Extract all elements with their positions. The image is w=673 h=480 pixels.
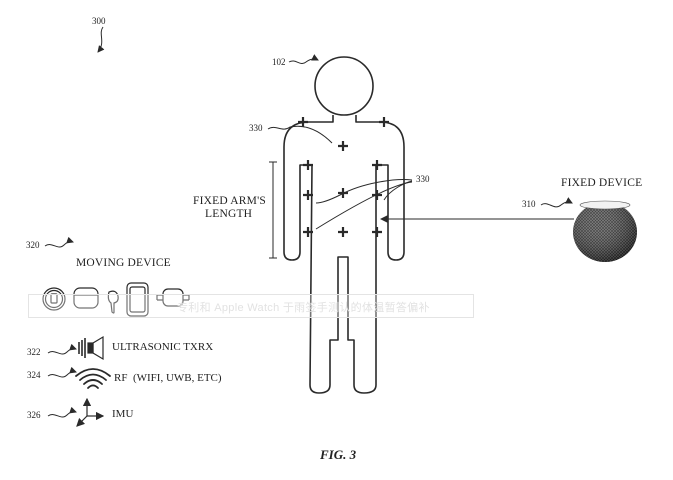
ref-300: 300	[92, 16, 106, 26]
leader-310	[540, 197, 573, 208]
rf-waves-icon	[75, 368, 111, 389]
person-body	[283, 56, 405, 394]
leader-322	[47, 343, 77, 355]
watermark-text: 专利和 Apple Watch 于雨签手测认的体温暂答偏补	[177, 302, 430, 314]
leader-326	[47, 406, 77, 418]
arm-length-bracket	[269, 161, 277, 259]
phone-icon	[126, 282, 149, 317]
fixed-arms-length-line2: LENGTH	[205, 208, 253, 220]
clock-face-icon	[42, 287, 66, 311]
ultrasonic-label: ULTRASONIC TXRX	[112, 341, 214, 353]
ref-326: 326	[27, 410, 41, 420]
ref-330-top: 330	[249, 123, 263, 133]
leader-102	[288, 54, 319, 65]
fixed-device-speaker	[573, 200, 637, 262]
ref-320: 320	[26, 240, 40, 250]
moving-device-label: MOVING DEVICE	[76, 257, 171, 269]
fixed-arms-length-line1: FIXED ARM'S	[193, 195, 266, 207]
leader-330-right-b	[315, 181, 413, 230]
leader-320	[44, 236, 74, 248]
ref-102: 102	[272, 57, 286, 67]
ref-310: 310	[522, 199, 536, 209]
imu-label: IMU	[112, 408, 134, 420]
earbud-icon	[107, 290, 119, 314]
leader-330-top	[267, 125, 333, 144]
moving-device-icons	[42, 282, 190, 317]
axes-icon	[76, 397, 105, 427]
ref-322: 322	[27, 347, 41, 357]
figure-caption: FIG. 3	[320, 447, 357, 462]
leader-330-right-c	[383, 180, 413, 201]
leader-300	[97, 26, 105, 53]
leader-324	[47, 366, 77, 378]
earbuds-case-icon	[73, 287, 99, 309]
ref-330-right: 330	[416, 174, 430, 184]
watch-icon	[156, 288, 190, 307]
rf-label: RF (WIFI, UWB, ETC)	[114, 372, 222, 384]
ref-324: 324	[27, 370, 41, 380]
fixed-device-label: FIXED DEVICE	[561, 177, 643, 189]
watermark-band: 专利和 Apple Watch 于雨签手测认的体温暂答偏补	[28, 294, 474, 318]
leader-330-right-a	[315, 179, 413, 204]
speaker-icon	[78, 335, 104, 361]
